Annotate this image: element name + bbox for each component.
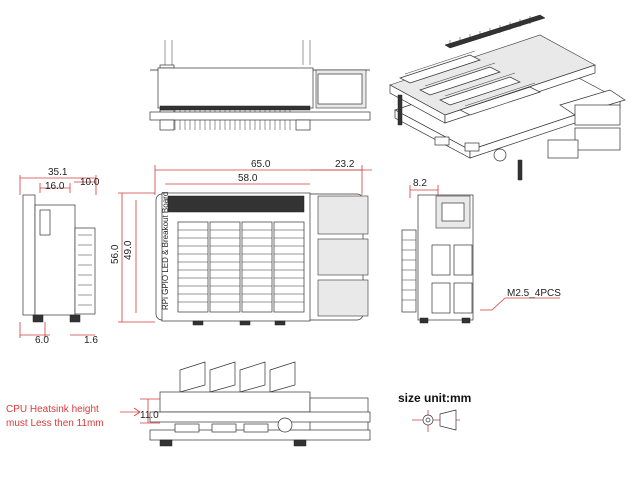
dim-top-length: 65.0 [251,159,271,170]
projection-symbol [412,409,460,432]
dim-height-outer: 56.0 [110,244,121,264]
dim-top-inner: 58.0 [238,173,258,184]
dim-top-right: 23.2 [335,159,355,170]
dim-height-inner: 49.0 [123,240,134,260]
dim-side-bottom-left: 6.0 [35,335,49,346]
dim-heatsink-height: 11.0 [140,410,159,421]
dim-side-bottom-right: 1.6 [84,335,98,346]
dim-side-mid: 16.0 [45,181,65,192]
terminal-block-columns [177,221,305,313]
right-view: 8.2 M2.5_4PCS [401,178,561,324]
dim-right-width: 8.2 [413,178,427,189]
gpio-header-pins [167,195,305,213]
heatsink-note-line1: CPU Heatsink height [6,404,99,415]
top-view: 65.0 58.0 23.2 56.0 49.0 RPi GPIO LED & … [110,159,372,326]
dim-side-total: 35.1 [48,167,68,178]
bottom-front-view: 11.0 [120,361,371,447]
isometric-3d-view [389,14,626,181]
screw-callout: M2.5_4PCS [507,288,561,299]
size-unit-label: size unit:mm [398,391,471,405]
heatsink-note-line2: must Less then 11mm [6,418,104,429]
front-elevation-view [149,40,371,131]
terminal-block-rows [399,50,541,116]
board-label-text: RPi GPIO LED & Breakout Board [161,192,170,310]
dim-side-small: 10.0 [80,177,100,188]
side-view: 35.1 16.0 10.0 6.0 1.6 [19,167,100,346]
